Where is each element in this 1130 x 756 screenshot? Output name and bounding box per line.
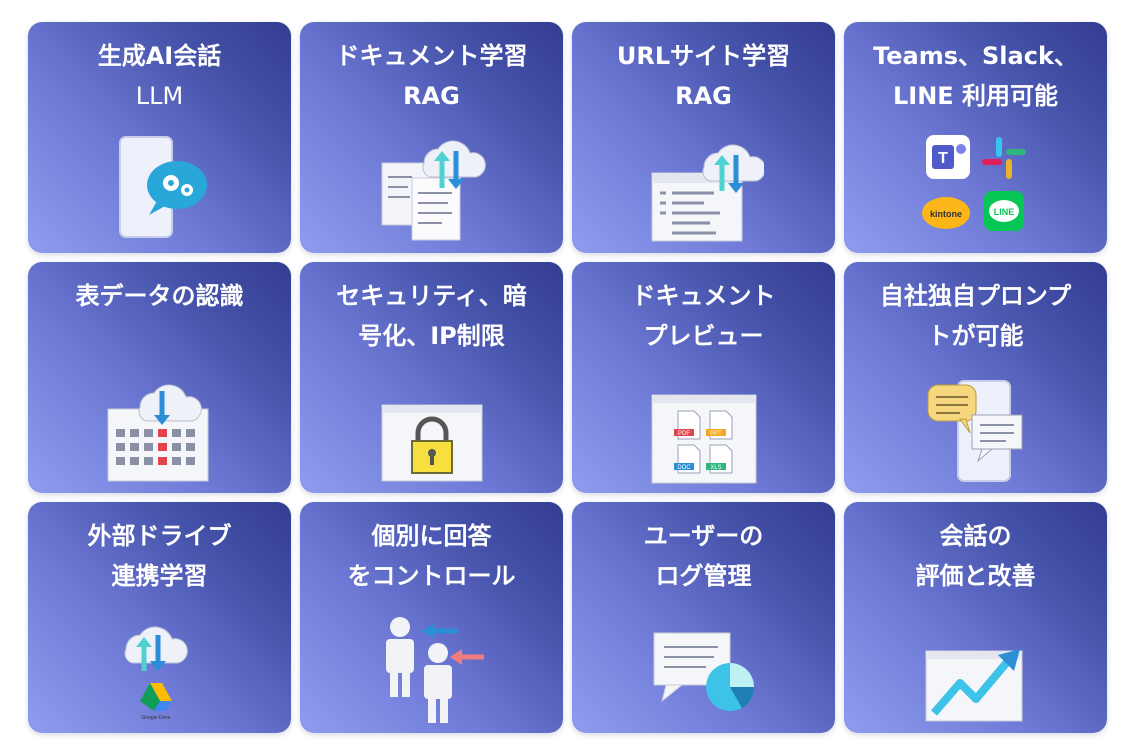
card-title-line2: 号化、IP制限 bbox=[358, 322, 505, 350]
card-title: ユーザーの ログ管理 bbox=[572, 516, 835, 596]
feature-card-table-data: 表データの認識 bbox=[28, 262, 291, 493]
teams-logo-letter: T bbox=[938, 150, 948, 167]
feature-card-log-management: ユーザーの ログ管理 bbox=[572, 502, 835, 733]
card-title-line1: 自社独自プロンプ bbox=[879, 282, 1072, 310]
card-title: 表データの認識 bbox=[28, 276, 291, 316]
card-title-line2: LLM bbox=[135, 82, 184, 110]
card-title: Teams、Slack、 LINE 利用可能 bbox=[844, 36, 1107, 116]
card-title-line2: RAG bbox=[403, 82, 460, 110]
doc-label: DOC bbox=[677, 465, 691, 471]
card-title: 自社独自プロンプ トが可能 bbox=[844, 276, 1107, 356]
file-preview-icon: PDF PPT DOC XLS bbox=[572, 355, 835, 485]
smartphone-chat-gear-icon bbox=[28, 115, 291, 245]
lock-window-icon bbox=[300, 355, 563, 485]
card-title-line2: プレビュー bbox=[643, 322, 764, 350]
calendar-table-cloud-icon bbox=[28, 355, 291, 485]
card-title: ドキュメント プレビュー bbox=[572, 276, 835, 356]
card-title: 外部ドライブ 連携学習 bbox=[28, 516, 291, 596]
xls-label: XLS bbox=[710, 465, 721, 471]
feature-card-document-rag: ドキュメント学習 RAG bbox=[300, 22, 563, 253]
card-title: ドキュメント学習 RAG bbox=[300, 36, 563, 116]
card-title: 会話の 評価と改善 bbox=[844, 516, 1107, 596]
feature-card-url-rag: URLサイト学習 RAG bbox=[572, 22, 835, 253]
card-title-line2: 連携学習 bbox=[111, 562, 208, 590]
card-title: 生成AI会話 LLM bbox=[28, 36, 291, 116]
phone-speech-bubbles-icon bbox=[844, 355, 1107, 485]
users-arrows-icon bbox=[300, 595, 563, 725]
card-title-line1: 表データの認識 bbox=[75, 282, 244, 310]
card-title-line1: 個別に回答 bbox=[371, 522, 492, 550]
card-title: 個別に回答 をコントロール bbox=[300, 516, 563, 596]
google-drive-label: Google Drive bbox=[141, 715, 170, 721]
card-title-line1: セキュリティ、暗 bbox=[336, 282, 527, 310]
card-title-line1: 会話の bbox=[939, 522, 1012, 550]
card-title-line1: 外部ドライブ bbox=[87, 522, 232, 550]
ppt-label: PPT bbox=[710, 431, 722, 437]
card-title-line2: トが可能 bbox=[927, 322, 1024, 350]
card-title-line2: RAG bbox=[675, 82, 732, 110]
kintone-logo-text: kintone bbox=[929, 209, 961, 219]
card-title-line2: 評価と改善 bbox=[915, 562, 1036, 590]
card-title-line2: ログ管理 bbox=[655, 562, 752, 590]
feature-card-llm: 生成AI会話 LLM bbox=[28, 22, 291, 253]
card-title-line2: LINE 利用可能 bbox=[892, 82, 1059, 110]
webpage-cloud-sync-icon bbox=[572, 115, 835, 245]
card-title-line1: ドキュメント学習 bbox=[335, 42, 528, 70]
feature-card-security: セキュリティ、暗 号化、IP制限 bbox=[300, 262, 563, 493]
documents-cloud-sync-icon bbox=[300, 115, 563, 245]
card-title-line1: URLサイト学習 bbox=[616, 42, 791, 70]
card-title-line1: Teams、Slack、 bbox=[873, 42, 1078, 70]
card-title-line2: をコントロール bbox=[347, 562, 516, 590]
feature-card-external-drive: 外部ドライブ 連携学習 Google Drive bbox=[28, 502, 291, 733]
card-title: URLサイト学習 RAG bbox=[572, 36, 835, 116]
line-logo-text: LINE bbox=[993, 207, 1014, 217]
card-title-line1: ドキュメント bbox=[631, 282, 776, 310]
card-title-line1: ユーザーの bbox=[643, 522, 764, 550]
google-drive-cloud-icon: Google Drive bbox=[28, 595, 291, 725]
chat-apps-icon: T kintone LINE bbox=[844, 115, 1107, 245]
card-title-line1: 生成AI会話 bbox=[97, 42, 222, 70]
feature-card-chat-apps: Teams、Slack、 LINE 利用可能 T kintone LINE bbox=[844, 22, 1107, 253]
chat-pie-chart-icon bbox=[572, 595, 835, 725]
feature-card-doc-preview: ドキュメント プレビュー PDF PPT DOC XLS bbox=[572, 262, 835, 493]
rising-trend-chart-icon bbox=[844, 595, 1107, 725]
feature-card-evaluation: 会話の 評価と改善 bbox=[844, 502, 1107, 733]
pdf-label: PDF bbox=[678, 431, 690, 437]
feature-card-answer-control: 個別に回答 をコントロール bbox=[300, 502, 563, 733]
card-title: セキュリティ、暗 号化、IP制限 bbox=[300, 276, 563, 356]
feature-card-custom-prompt: 自社独自プロンプ トが可能 bbox=[844, 262, 1107, 493]
